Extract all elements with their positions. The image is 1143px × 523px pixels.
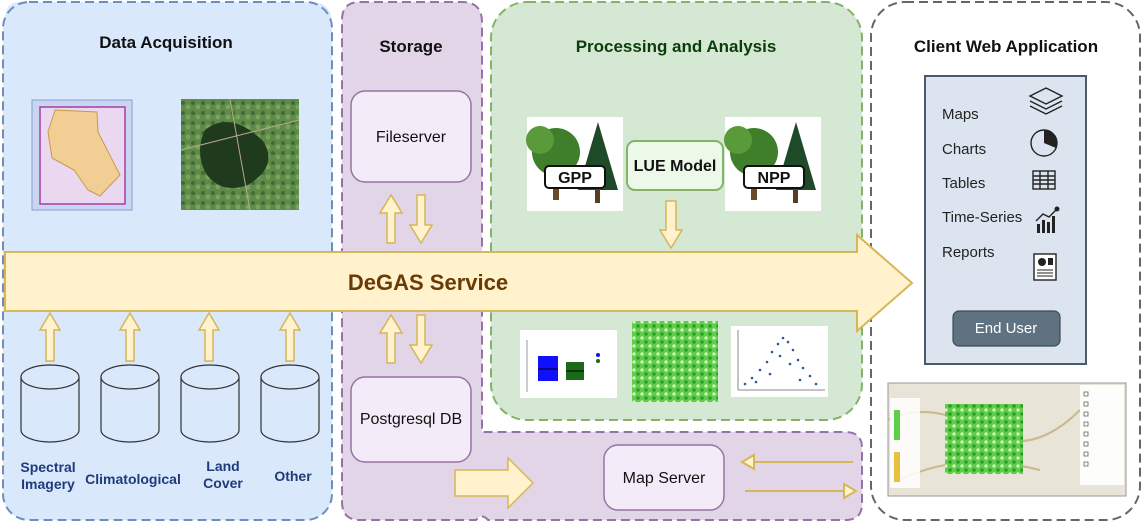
source-label-4: Other	[274, 468, 312, 484]
storage-panel: Storage Fileserver Postgresql DB Map Ser…	[341, 1, 863, 521]
end-user-label: End User	[975, 320, 1038, 337]
postgresql-label: Postgresql DB	[360, 411, 462, 428]
lue-model-label: LUE Model	[634, 158, 717, 175]
postgresql-box	[350, 376, 472, 463]
to-map-server-arrow	[454, 456, 535, 510]
table-icon[interactable]	[1032, 170, 1056, 190]
source-up-arrows	[38, 311, 302, 362]
storage-arrows	[378, 193, 434, 365]
bounding-box-image	[31, 99, 133, 211]
climatological-cylinder	[100, 364, 160, 443]
menu-maps-label[interactable]: Maps	[942, 106, 979, 123]
pie-chart-icon[interactable]	[1030, 129, 1058, 157]
other-cylinder	[260, 364, 320, 443]
degas-service-arrow: DeGAS Service	[4, 232, 914, 334]
land-cover-cylinder	[180, 364, 240, 443]
storage-title: Storage	[379, 37, 442, 56]
degas-service-label: DeGAS Service	[348, 270, 508, 295]
data-source-cylinders	[20, 364, 320, 443]
gpp-map-thumbnail	[632, 321, 718, 402]
map-server-label: Map Server	[623, 470, 706, 487]
data-acquisition-title: Data Acquisition	[99, 33, 233, 52]
map-server-box	[603, 444, 725, 511]
web-map-thumbnail	[887, 382, 1127, 497]
client-panel: Client Web Application Maps Charts Table…	[870, 1, 1141, 521]
spectral-imagery-cylinder	[20, 364, 80, 443]
report-icon[interactable]	[1033, 253, 1057, 281]
source-label-3b: Cover	[203, 475, 243, 491]
menu-tables-label[interactable]: Tables	[942, 175, 985, 192]
source-label-1a: Spectral	[20, 459, 75, 475]
boxplot-thumbnail	[520, 330, 617, 398]
fileserver-box	[350, 90, 472, 183]
source-label-3a: Land	[206, 458, 239, 474]
processing-panel: Processing and Analysis GPP LUE Model NP…	[490, 1, 863, 421]
scatter-thumbnail	[731, 326, 828, 397]
trend-chart-icon[interactable]	[1035, 206, 1060, 233]
menu-reports-label[interactable]: Reports	[942, 244, 995, 261]
gpp-tree-image: GPP	[526, 117, 623, 211]
menu-time-series-label[interactable]: Time-Series	[942, 209, 1022, 226]
lue-down-arrow	[658, 200, 684, 250]
client-title: Client Web Application	[914, 37, 1098, 56]
source-label-1b: Imagery	[21, 476, 75, 492]
end-user-button[interactable]	[952, 310, 1061, 347]
gpp-label: GPP	[558, 170, 592, 187]
npp-label: NPP	[758, 170, 791, 187]
menu-charts-label[interactable]: Charts	[942, 141, 986, 158]
source-label-2: Climatological	[85, 471, 181, 487]
processing-title: Processing and Analysis	[576, 37, 777, 56]
layers-icon[interactable]	[1028, 87, 1064, 115]
satellite-image	[180, 98, 300, 211]
npp-tree-image: NPP	[724, 117, 821, 211]
lue-model-box	[626, 140, 724, 191]
client-map-arrows	[740, 453, 858, 500]
fileserver-label: Fileserver	[376, 129, 447, 146]
